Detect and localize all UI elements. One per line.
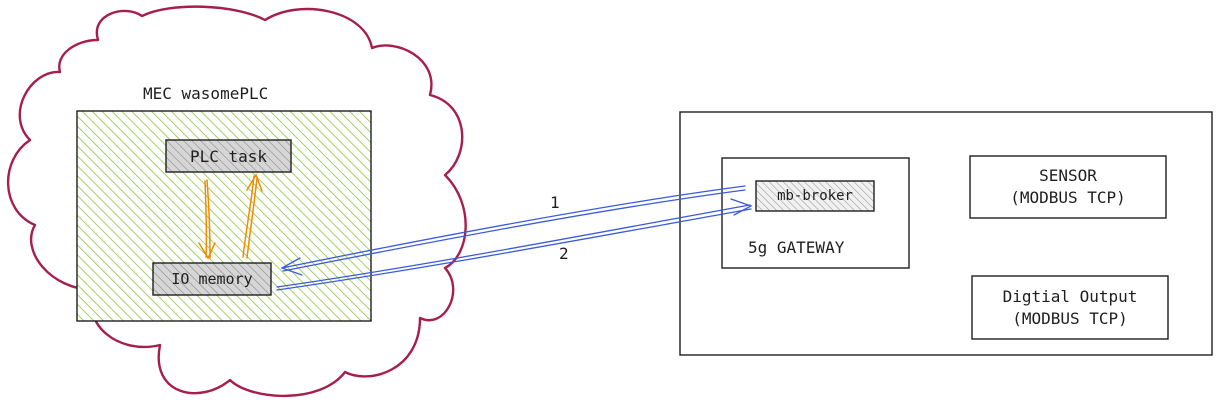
sensor-line2: (MODBUS TCP)	[1010, 188, 1126, 207]
mec-title: MEC wasomePLC	[143, 84, 269, 103]
io-memory-label: IO memory	[171, 270, 253, 288]
mb-broker-label: mb-broker	[777, 188, 853, 204]
arrow-label-2: 2	[559, 244, 569, 263]
blue-arrow-2	[276, 198, 753, 291]
mb-broker-box	[755, 180, 875, 212]
gateway-box	[721, 157, 910, 269]
orange-arrow-down	[198, 179, 216, 260]
arrow-label-1: 1	[550, 193, 560, 212]
field-devices-container	[679, 111, 1213, 356]
plc-task-box	[165, 139, 292, 173]
digital-output-line1: Digtial Output	[1002, 286, 1138, 306]
orange-arrow-up	[242, 173, 263, 259]
blue-arrow-1	[280, 185, 746, 276]
digital-output-box	[971, 275, 1169, 340]
io-memory-box	[152, 262, 272, 296]
digital-output-label: Digtial Output (MODBUS TCP)	[972, 276, 1168, 339]
sensor-box	[969, 155, 1167, 219]
sensor-line1: SENSOR	[1039, 166, 1097, 185]
gateway-label: 5g GATEWAY	[748, 238, 845, 257]
mec-cloud	[6, 5, 467, 398]
plc-task-label: PLC task	[189, 146, 268, 166]
digital-output-line2: (MODBUS TCP)	[1012, 308, 1128, 328]
sensor-label: SENSOR (MODBUS TCP)	[970, 156, 1166, 218]
